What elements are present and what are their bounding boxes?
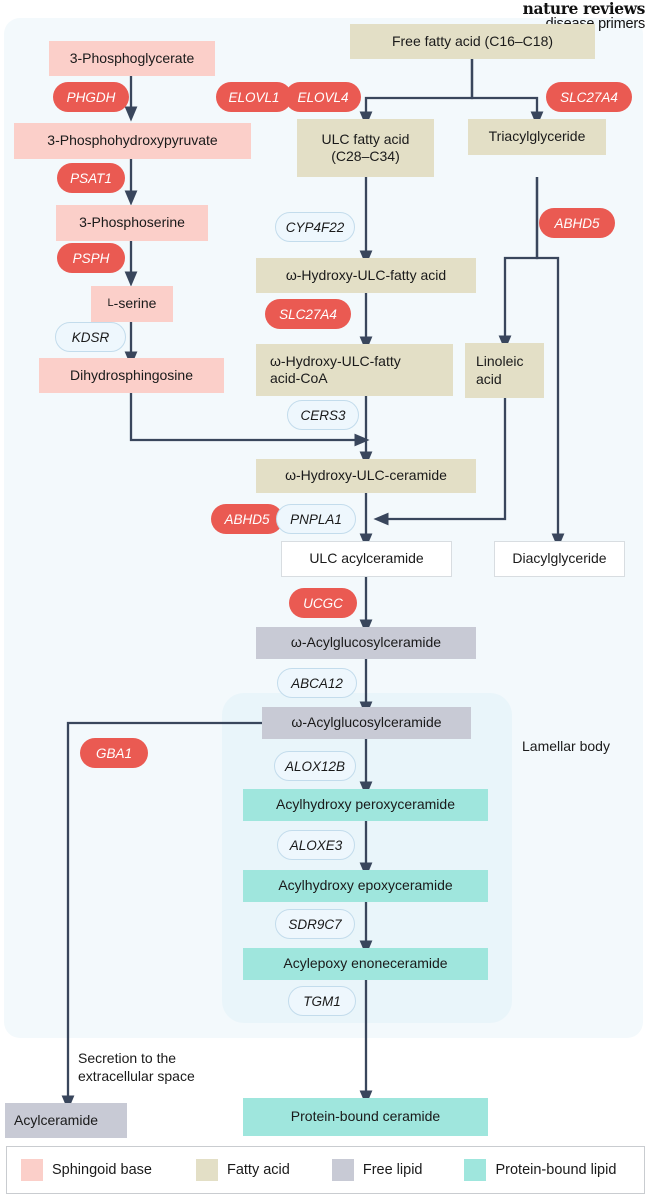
legend-label-free-lipid: Free lipid: [362, 1162, 423, 1178]
metabolite-l-serine: L-serine: [91, 286, 173, 322]
legend-swatch-sphingoid-base: [21, 1159, 43, 1181]
enzyme-elovl4[interactable]: ELOVL4: [285, 82, 361, 112]
enzyme-abca12[interactable]: ABCA12: [277, 668, 357, 698]
enzyme-aloxe3[interactable]: ALOXE3: [277, 830, 355, 860]
metabolite-omega-hydroxy-ulc-fatty-acid: ω-Hydroxy-ULC-fatty acid: [256, 258, 476, 293]
metabolite-omega-hydroxy-ulc-fatty-acid-coa: ω-Hydroxy-ULC-fatty acid-CoA: [256, 344, 453, 396]
enzyme-psat1[interactable]: PSAT1: [57, 163, 125, 193]
metabolite-protein-bound-ceramide: Protein-bound ceramide: [243, 1098, 488, 1136]
metabolite-ulc-fatty-acid: ULC fatty acid (C28–C34): [297, 119, 434, 177]
lamellar-body-label: Lamellar body: [522, 738, 610, 754]
metabolite-omega-acylglucosylceramide-lamellar: ω-Acylglucosylceramide: [262, 707, 471, 739]
metabolite-ulc-acylceramide: ULC acylceramide: [281, 541, 452, 577]
enzyme-elovl1[interactable]: ELOVL1: [216, 82, 292, 112]
enzyme-psph[interactable]: PSPH: [57, 243, 125, 273]
metabolite-triacylglyceride: Triacylglyceride: [468, 119, 606, 155]
metabolite-acylhydroxy-epoxyceramide: Acylhydroxy epoxyceramide: [243, 870, 488, 902]
metabolite-linoleic-acid: Linoleic acid: [465, 343, 544, 398]
legend-swatch-free-lipid: [331, 1159, 354, 1181]
enzyme-tgm1[interactable]: TGM1: [288, 986, 356, 1016]
legend-label-fatty-acid: Fatty acid: [226, 1162, 290, 1178]
legend-label-sphingoid-base: Sphingoid base: [52, 1162, 152, 1178]
enzyme-ucgc[interactable]: UCGC: [289, 588, 357, 618]
enzyme-abhd5-triacylglyceride[interactable]: ABHD5: [539, 208, 615, 238]
legend-item-protein-bound-lipid: Protein-bound lipid: [464, 1159, 616, 1181]
metabolite-3-phosphoglycerate: 3-Phosphoglycerate: [49, 41, 215, 76]
enzyme-slc27a4-coa[interactable]: SLC27A4: [265, 299, 351, 329]
metabolite-acylceramide: Acylceramide: [5, 1103, 127, 1138]
legend-label-protein-bound-lipid: Protein-bound lipid: [495, 1162, 617, 1178]
metabolite-omega-hydroxy-ulc-ceramide: ω-Hydroxy-ULC-ceramide: [256, 459, 476, 493]
metabolite-free-fatty-acid: Free fatty acid (C16–C18): [350, 24, 595, 59]
enzyme-slc27a4-triacylglyceride[interactable]: SLC27A4: [546, 82, 632, 112]
legend-item-fatty-acid: Fatty acid: [195, 1159, 290, 1181]
metabolite-dihydrosphingosine: Dihydrosphingosine: [39, 358, 224, 393]
journal-title-line1: nature reviews: [522, 0, 646, 18]
legend: Sphingoid base Fatty acid Free lipid Pro…: [6, 1146, 645, 1194]
enzyme-cyp4f22[interactable]: CYP4F22: [275, 212, 355, 242]
enzyme-alox12b[interactable]: ALOX12B: [274, 751, 356, 781]
legend-item-free-lipid: Free lipid: [331, 1159, 423, 1181]
enzyme-sdr9c7[interactable]: SDR9C7: [275, 909, 355, 939]
metabolite-diacylglyceride: Diacylglyceride: [494, 541, 625, 577]
legend-item-sphingoid-base: Sphingoid base: [21, 1159, 152, 1181]
enzyme-pnpla1[interactable]: PNPLA1: [276, 504, 356, 534]
metabolite-3-phosphohydroxypyruvate: 3-Phosphohydroxypyruvate: [14, 123, 251, 159]
metabolite-acylepoxy-enoneceramide: Acylepoxy enoneceramide: [243, 948, 488, 980]
secretion-annotation: Secretion to the extracellular space: [78, 1050, 195, 1084]
metabolite-omega-acylglucosylceramide-cytosol: ω-Acylglucosylceramide: [256, 627, 476, 659]
legend-swatch-fatty-acid: [195, 1159, 218, 1181]
metabolite-acylhydroxy-peroxyceramide: Acylhydroxy peroxyceramide: [243, 789, 488, 821]
enzyme-kdsr[interactable]: KDSR: [55, 322, 126, 352]
legend-swatch-protein-bound-lipid: [464, 1159, 487, 1181]
enzyme-abhd5-pnpla1[interactable]: ABHD5: [211, 504, 283, 534]
enzyme-cers3[interactable]: CERS3: [287, 400, 359, 430]
metabolite-3-phosphoserine: 3-Phosphoserine: [56, 205, 208, 241]
enzyme-gba1[interactable]: GBA1: [80, 738, 148, 768]
enzyme-phgdh[interactable]: PHGDH: [53, 82, 129, 112]
